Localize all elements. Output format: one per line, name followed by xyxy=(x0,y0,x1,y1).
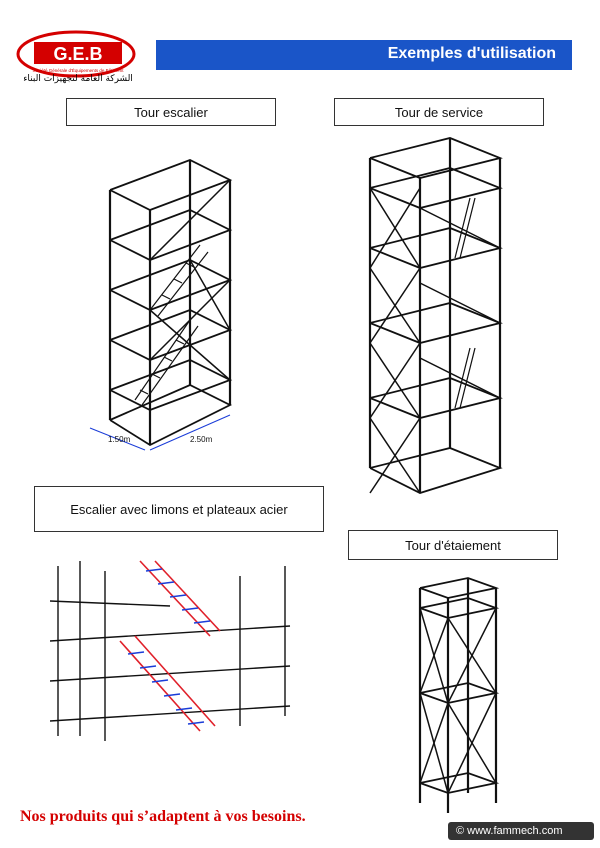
footer-slogan: Nos produits qui s’adaptent à vos besoin… xyxy=(20,808,306,825)
header-bar: Exemples d'utilisation xyxy=(156,40,572,70)
logo-text: G.E.B xyxy=(53,44,102,64)
service-tower-drawing xyxy=(368,137,503,494)
stair-tower-drawing: 1.50m 2.50m xyxy=(89,159,233,451)
logo-arabic-text: الشركة العامة لتجهيزات البناء xyxy=(23,74,133,84)
shoring-tower-drawing xyxy=(418,577,500,813)
dimension-width-label: 1.50m xyxy=(108,435,131,444)
steel-stair-drawing xyxy=(50,560,291,741)
figure-label-tour-etaiement: Tour d'étaiement xyxy=(348,530,558,560)
figure-label-tour-escalier: Tour escalier xyxy=(66,98,276,126)
page-title: Exemples d'utilisation xyxy=(387,45,556,62)
watermark: © www.fammech.com xyxy=(448,822,594,840)
figure-label-escalier-limons: Escalier avec limons et plateaux acier xyxy=(34,486,324,532)
figure-label-tour-service: Tour de service xyxy=(334,98,544,126)
logo-subtext: Société Générale d'Équipements de Bâtime… xyxy=(33,67,125,73)
company-logo: G.E.B Société Générale d'Équipements de … xyxy=(16,30,136,78)
dimension-length-label: 2.50m xyxy=(190,435,213,444)
